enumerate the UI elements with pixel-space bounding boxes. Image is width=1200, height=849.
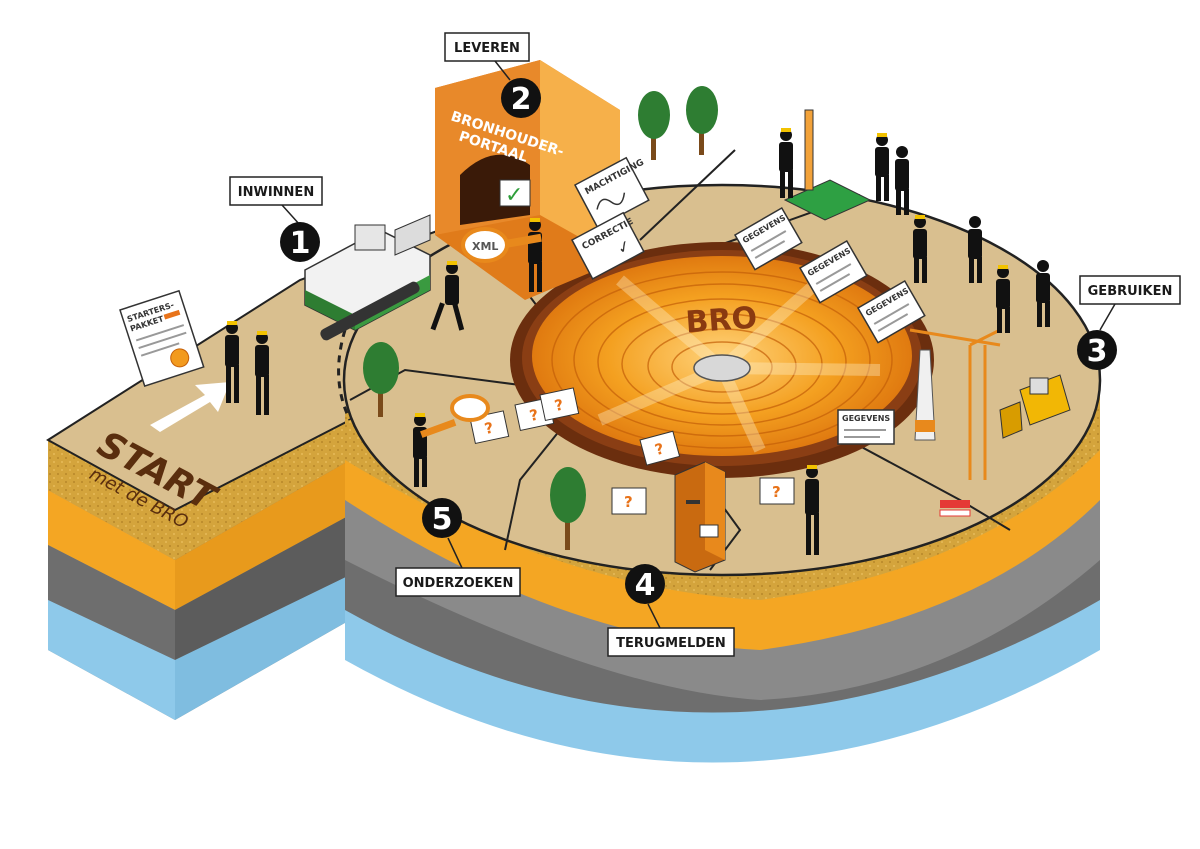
step-3-number: 3 bbox=[1087, 334, 1108, 369]
start-arrow-icon bbox=[150, 382, 230, 432]
gegevens-document: GEGEVENS bbox=[837, 409, 895, 445]
step-4-number: 4 bbox=[635, 568, 656, 603]
tree-icon bbox=[550, 467, 586, 550]
step-5: 5 ONDERZOEKEN bbox=[395, 498, 521, 597]
svg-text:?: ? bbox=[624, 493, 633, 511]
step-5-label: ONDERZOEKEN bbox=[403, 576, 514, 591]
step-2: LEVEREN 2 bbox=[444, 32, 541, 118]
starterspakket-document: STARTERS- PAKKET bbox=[119, 289, 205, 388]
svg-text:?: ? bbox=[483, 419, 495, 438]
drilling-truck-icon bbox=[304, 214, 431, 341]
bulldozer-icon bbox=[999, 374, 1071, 439]
svg-text:?: ? bbox=[528, 406, 540, 425]
step-label-box bbox=[1079, 275, 1181, 305]
person-icon bbox=[779, 128, 793, 198]
question-document: ? bbox=[639, 430, 681, 466]
chimney-icon bbox=[914, 349, 936, 441]
person-icon bbox=[1036, 260, 1050, 327]
question-document: ? bbox=[759, 477, 795, 505]
step-label-box bbox=[607, 627, 735, 657]
step-label-box bbox=[395, 567, 521, 597]
person-icon bbox=[255, 331, 269, 415]
svg-text:?: ? bbox=[553, 396, 565, 415]
question-documents: ? ? ? ? ? ? bbox=[469, 387, 795, 515]
person-icon bbox=[968, 216, 982, 283]
step-number-badge bbox=[625, 564, 665, 604]
svg-text:?: ? bbox=[772, 483, 781, 501]
person-icon bbox=[895, 146, 909, 215]
question-document: ? bbox=[611, 487, 647, 515]
step-1-label: INWINNEN bbox=[238, 185, 314, 200]
person-icon bbox=[996, 265, 1010, 333]
step-5-number: 5 bbox=[432, 502, 453, 537]
bro-center-disc: BRO bbox=[510, 242, 934, 478]
gegevens-document: GEGEVENS bbox=[733, 206, 803, 271]
person-icon bbox=[430, 261, 465, 331]
bro-label: BRO bbox=[684, 301, 758, 341]
tree-icon bbox=[686, 86, 718, 155]
step-2-label: LEVEREN bbox=[454, 41, 520, 56]
xml-label: XML bbox=[472, 240, 498, 253]
check-sign bbox=[499, 179, 531, 207]
xml-magnifier: XML bbox=[461, 227, 542, 263]
step-1-number: 1 bbox=[290, 226, 311, 261]
tree-icon bbox=[363, 342, 399, 417]
step-label-box bbox=[229, 176, 323, 206]
step-4-label: TERUGMELDEN bbox=[616, 636, 726, 651]
step-number-badge bbox=[1077, 330, 1117, 370]
step-label-box bbox=[444, 32, 530, 62]
step-number-badge bbox=[422, 498, 462, 538]
ribbon-seal-icon bbox=[170, 348, 190, 368]
step-1: INWINNEN 1 bbox=[229, 176, 323, 262]
person-icon bbox=[913, 215, 927, 283]
crane-icon bbox=[909, 328, 1001, 480]
tree-icon bbox=[638, 91, 670, 160]
barrier-icon bbox=[939, 500, 971, 517]
dashed-path bbox=[337, 329, 352, 421]
step-number-badge bbox=[501, 78, 541, 118]
step-3-label: GEBRUIKEN bbox=[1088, 284, 1173, 299]
check-icon: ✓ bbox=[505, 183, 523, 208]
question-document: ? bbox=[539, 387, 580, 422]
trees bbox=[363, 86, 718, 550]
gegevens-document: GEGEVENS bbox=[856, 279, 926, 344]
person-icon bbox=[805, 465, 819, 555]
step-3: GEBRUIKEN 3 bbox=[1077, 275, 1181, 370]
step-number-badge bbox=[280, 222, 320, 262]
step-4: 4 TERUGMELDEN bbox=[607, 564, 735, 657]
center-cylinder bbox=[693, 354, 751, 382]
person-icon bbox=[225, 321, 239, 403]
gegevens-text: GEGEVENS bbox=[842, 414, 890, 423]
magnifier-icon bbox=[420, 394, 490, 438]
step-2-number: 2 bbox=[511, 82, 532, 117]
mailbox-icon bbox=[674, 461, 726, 573]
person-icon bbox=[875, 133, 889, 201]
monitoring-plot-icon bbox=[783, 109, 872, 221]
